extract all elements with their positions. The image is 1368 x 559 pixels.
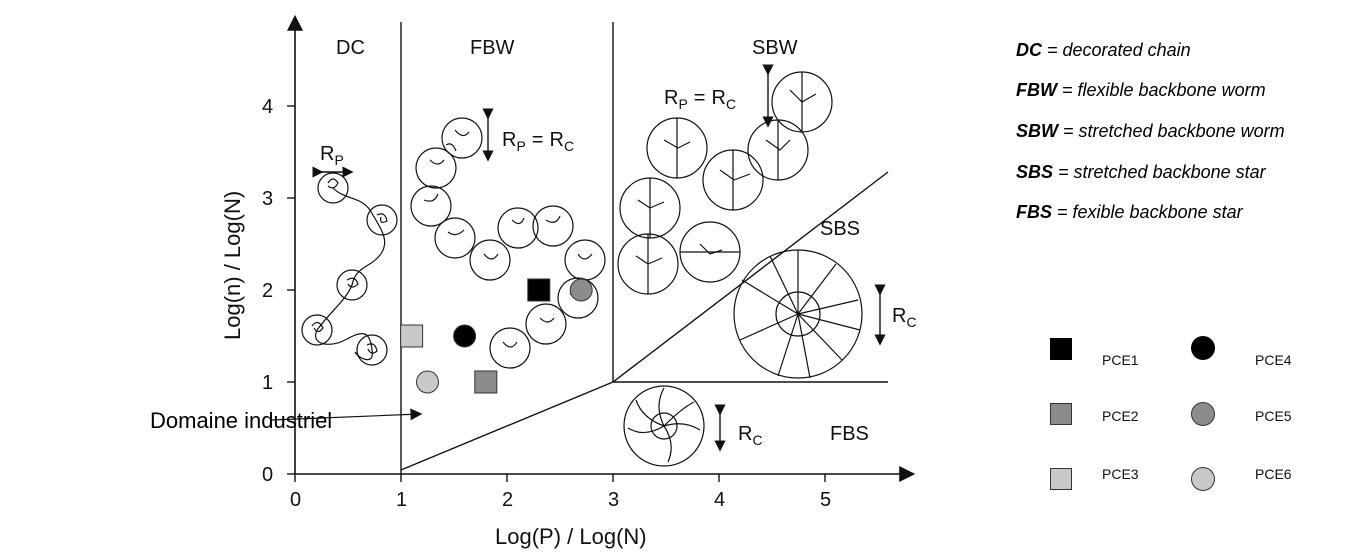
y-tick-4: 4 xyxy=(262,96,273,118)
y-tick-2: 2 xyxy=(262,280,273,302)
sbs-rc-label: RC xyxy=(892,305,917,330)
y-tick-1: 1 xyxy=(262,372,273,394)
data-points xyxy=(400,278,593,394)
legend-pce6-label: PCE6 xyxy=(1255,466,1292,482)
sbs-star-sketch xyxy=(733,249,863,379)
point-pce6 xyxy=(416,370,439,394)
definition-sbs: SBS = stretched backbone star xyxy=(1016,162,1266,182)
point-pce3 xyxy=(400,324,424,348)
definition-fbs: FBS = fexible backbone star xyxy=(1016,202,1243,222)
legend-pce3-square xyxy=(1050,468,1072,490)
x-axis-label: Log(P) / Log(N) xyxy=(495,524,647,549)
fbw-rp-eq-rc: RP=RC xyxy=(502,129,574,154)
definition-fbw: FBW = flexible backbone worm xyxy=(1016,80,1266,100)
x-tick-1: 1 xyxy=(396,489,407,511)
region-dc-label: DC xyxy=(336,37,365,59)
point-pce4 xyxy=(453,324,477,348)
legend-pce6-circle xyxy=(1191,467,1215,491)
rp-label: RP xyxy=(320,143,344,168)
point-pce1 xyxy=(527,278,551,302)
legend-pce4-label: PCE4 xyxy=(1255,352,1292,368)
sbw-worm-sketch xyxy=(617,71,833,295)
legend-pce5-label: PCE5 xyxy=(1255,408,1292,424)
x-tick-4: 4 xyxy=(714,489,725,511)
point-pce5 xyxy=(569,278,593,302)
sbw-rp-eq-rc: RP=RC xyxy=(664,87,736,112)
dc-chain-sketch xyxy=(301,172,398,366)
legend-pce3-label: PCE3 xyxy=(1102,466,1139,482)
definition-sbw: SBW = stretched backbone worm xyxy=(1016,121,1285,141)
legend-pce4-circle xyxy=(1191,336,1215,360)
legend-pce1-label: PCE1 xyxy=(1102,352,1139,368)
fbs-rc-label: RC xyxy=(738,423,763,448)
region-boundaries xyxy=(400,22,889,474)
x-tick-3: 3 xyxy=(608,489,619,511)
legend-pce2-label: PCE2 xyxy=(1102,408,1139,424)
industrial-domain-label: Domaine industriel xyxy=(150,408,333,433)
region-sbs-label: SBS xyxy=(820,218,860,240)
x-tick-5: 5 xyxy=(820,489,831,511)
x-tick-0: 0 xyxy=(290,489,301,511)
fbs-star-sketch xyxy=(623,385,705,467)
legend-pce2-square xyxy=(1050,403,1072,425)
fbw-worm-sketch xyxy=(410,117,606,369)
legend-pce1-square xyxy=(1050,338,1072,360)
industrial-arrow xyxy=(271,408,423,421)
y-tick-3: 3 xyxy=(262,188,273,210)
x-tick-2: 2 xyxy=(502,489,513,511)
x-ticks xyxy=(294,474,826,482)
y-tick-0: 0 xyxy=(262,464,273,486)
y-ticks xyxy=(287,105,295,475)
point-pce2 xyxy=(474,370,498,394)
region-fbs-label: FBS xyxy=(830,423,869,445)
y-axis-label: Log(n) / Log(N) xyxy=(220,191,245,340)
legend-pce5-circle xyxy=(1191,402,1215,426)
definition-dc: DC = decorated chain xyxy=(1016,40,1191,60)
region-sbw-label: SBW xyxy=(752,37,798,59)
region-fbw-label: FBW xyxy=(470,37,515,59)
